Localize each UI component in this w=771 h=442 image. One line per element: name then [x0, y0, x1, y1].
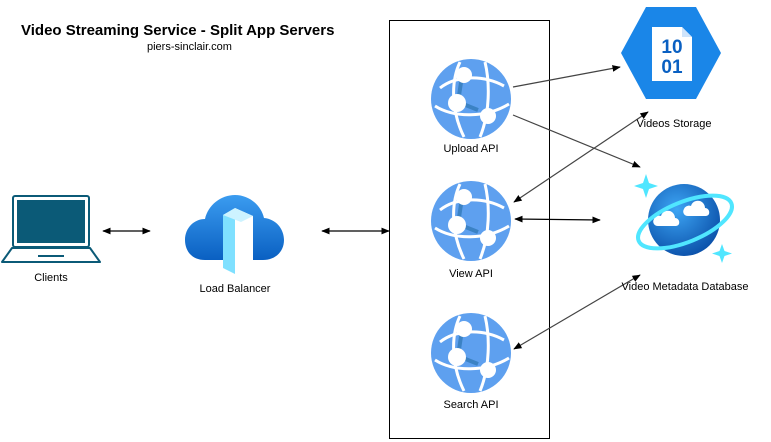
edge-upload-api-metadata-db — [512, 114, 641, 168]
videos-storage-node[interactable]: 10 01 — [620, 5, 722, 101]
app-service-icon — [431, 181, 511, 261]
diagram-title: Video Streaming Service - Split App Serv… — [21, 22, 335, 39]
upload-api-node[interactable] — [430, 58, 512, 140]
search-api-node[interactable] — [430, 312, 512, 394]
laptop-icon — [1, 195, 101, 263]
cosmos-db-icon — [634, 174, 734, 263]
edge-videos-storage-view-api — [513, 111, 649, 203]
metadata-db-node[interactable] — [632, 168, 738, 274]
view-api-label: View API — [449, 268, 493, 280]
edge-view-api-metadata-db — [514, 215, 601, 224]
app-service-icon — [431, 313, 511, 393]
edge-metadata-db-search-api — [513, 274, 641, 350]
metadata-db-label: Video Metadata Database — [621, 281, 749, 293]
load-balancer-label: Load Balancer — [199, 283, 271, 295]
load-balancer-cloud-icon — [185, 195, 284, 274]
clients-node[interactable] — [0, 193, 102, 265]
storage-icon-text-top: 10 — [661, 37, 682, 58]
binary-storage-icon: 10 01 — [621, 7, 721, 99]
videos-storage-label: Videos Storage — [636, 118, 712, 130]
clients-label: Clients — [34, 272, 68, 284]
diagram-subtitle: piers-sinclair.com — [147, 41, 232, 53]
load-balancer-node[interactable] — [183, 190, 285, 276]
storage-icon-text-bottom: 01 — [661, 57, 683, 78]
view-api-node[interactable] — [430, 180, 512, 262]
upload-api-label: Upload API — [443, 143, 499, 155]
app-service-icon — [431, 59, 511, 139]
edge-upload-api-videos-storage — [512, 65, 621, 88]
search-api-label: Search API — [443, 399, 499, 411]
